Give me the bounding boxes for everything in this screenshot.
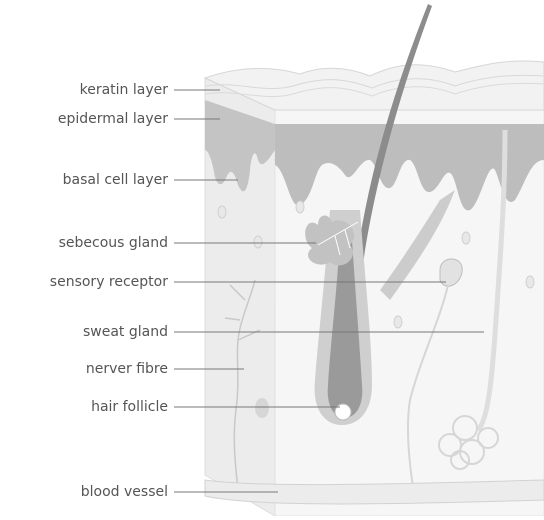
sebaceous-gland-shape [305,216,354,266]
label-hair-follicle: hair follicle [91,398,168,416]
label-sweat-gland: sweat gland [83,323,168,341]
label-blood-vessel: blood vessel [81,483,168,501]
papilla [335,404,351,420]
label-sensory-receptor: sensory receptor [50,273,168,291]
label-keratin-layer: keratin layer [80,81,168,99]
label-sebecous-gland: sebecous gland [59,234,168,252]
nerve-node [255,398,269,418]
label-nerve-fibre: nerver fibre [86,360,168,378]
label-epidermal-layer: epidermal layer [58,110,168,128]
label-basal-cell-layer: basal cell layer [63,171,168,189]
